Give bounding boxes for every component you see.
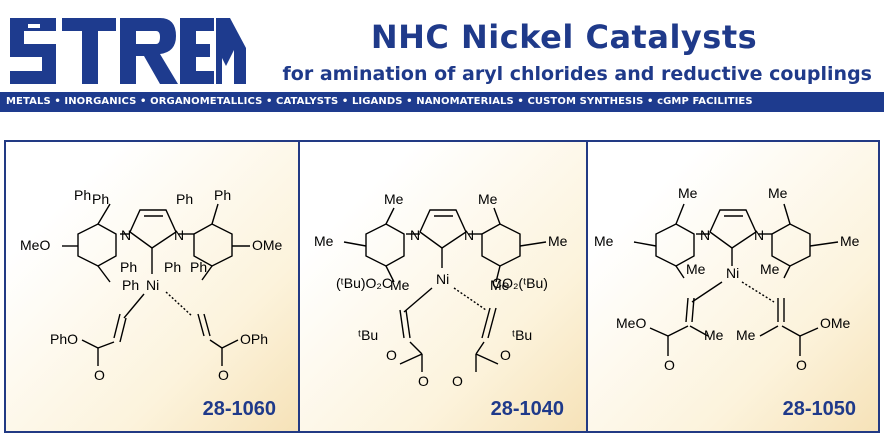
catalog-number[interactable]: 28-1050 bbox=[782, 398, 856, 420]
label-ome: OMe bbox=[252, 237, 283, 253]
label-n: N bbox=[410, 227, 420, 243]
label-me: Me bbox=[390, 277, 410, 293]
label-me: Me bbox=[840, 233, 860, 249]
strem-logo bbox=[10, 18, 246, 84]
label-me: Me bbox=[704, 327, 724, 343]
label-me: Me bbox=[594, 233, 614, 249]
catalog-panel: Ph Ph Ph Ph MeO OMe N N Ph Ph Ph Ph Ni P… bbox=[4, 140, 880, 433]
label-me: Me bbox=[548, 233, 568, 249]
label-ester: CO₂(ᵗBu) bbox=[492, 275, 548, 291]
label-oph: OPh bbox=[240, 331, 268, 347]
structure-28-1050: Me Me Me Me Me Me N N Ni MeO OMe Me Me O… bbox=[594, 185, 860, 373]
label-o: O bbox=[418, 373, 429, 389]
label-ni: Ni bbox=[726, 265, 739, 281]
page-subtitle: for amination of aryl chlorides and redu… bbox=[282, 63, 872, 85]
page-title: NHC Nickel Catalysts bbox=[370, 18, 758, 56]
label-ph: Ph bbox=[176, 191, 193, 207]
label-o: O bbox=[452, 373, 463, 389]
label-n: N bbox=[174, 227, 184, 243]
label-ni: Ni bbox=[146, 277, 159, 293]
label-ph: Ph bbox=[122, 277, 139, 293]
structure-28-1040: Me Me Me Me Me Me N N Ni (ᵗBu)O₂C CO₂(ᵗB… bbox=[314, 191, 568, 389]
label-ester: (ᵗBu)O₂C bbox=[336, 275, 392, 291]
label-me: Me bbox=[478, 191, 498, 207]
label-me: Me bbox=[768, 185, 788, 201]
label-ph: Ph bbox=[214, 187, 231, 203]
label-ome: OMe bbox=[820, 315, 851, 331]
label-n: N bbox=[121, 227, 131, 243]
product-card-28-1050[interactable]: Me Me Me Me Me Me N N Ni MeO OMe Me Me O… bbox=[586, 142, 878, 431]
product-card-28-1040[interactable]: Me Me Me Me Me Me N N Ni (ᵗBu)O₂C CO₂(ᵗB… bbox=[298, 142, 586, 431]
label-o: O bbox=[218, 367, 229, 383]
label-pho: PhO bbox=[50, 331, 78, 347]
label-o: O bbox=[796, 357, 807, 373]
catalog-number[interactable]: 28-1040 bbox=[490, 398, 564, 420]
label-n: N bbox=[754, 227, 764, 243]
label-o: O bbox=[500, 347, 511, 363]
label-me: Me bbox=[736, 327, 756, 343]
label-me: Me bbox=[686, 261, 706, 277]
label-tbu: ᵗBu bbox=[358, 327, 378, 343]
label-me: Me bbox=[314, 233, 334, 249]
label-ni: Ni bbox=[436, 271, 449, 287]
label-ph: Ph bbox=[190, 259, 207, 275]
structure-28-1060: Ph Ph Ph Ph MeO OMe N N Ph Ph Ph Ph Ni P… bbox=[20, 187, 283, 383]
label-n: N bbox=[700, 227, 710, 243]
label-o: O bbox=[664, 357, 675, 373]
label-tbu: ᵗBu bbox=[512, 327, 532, 343]
label-me: Me bbox=[490, 277, 510, 293]
categories-strip: METALS • INORGANICS • ORGANOMETALLICS • … bbox=[0, 92, 884, 112]
label-ph: Ph bbox=[74, 187, 91, 203]
label-meo: MeO bbox=[616, 315, 646, 331]
label-o: O bbox=[386, 347, 397, 363]
label-meo: MeO bbox=[20, 237, 50, 253]
product-card-28-1060[interactable]: Ph Ph Ph Ph MeO OMe N N Ph Ph Ph Ph Ni P… bbox=[6, 142, 298, 431]
label-ph: Ph bbox=[120, 259, 137, 275]
label-ph: Ph bbox=[92, 191, 109, 207]
label-me: Me bbox=[678, 185, 698, 201]
label-o: O bbox=[94, 367, 105, 383]
label-me: Me bbox=[384, 191, 404, 207]
label-n: N bbox=[464, 227, 474, 243]
label-me: Me bbox=[760, 261, 780, 277]
catalog-number[interactable]: 28-1060 bbox=[202, 398, 276, 420]
categories-text: METALS • INORGANICS • ORGANOMETALLICS • … bbox=[6, 96, 753, 107]
label-ph: Ph bbox=[164, 259, 181, 275]
